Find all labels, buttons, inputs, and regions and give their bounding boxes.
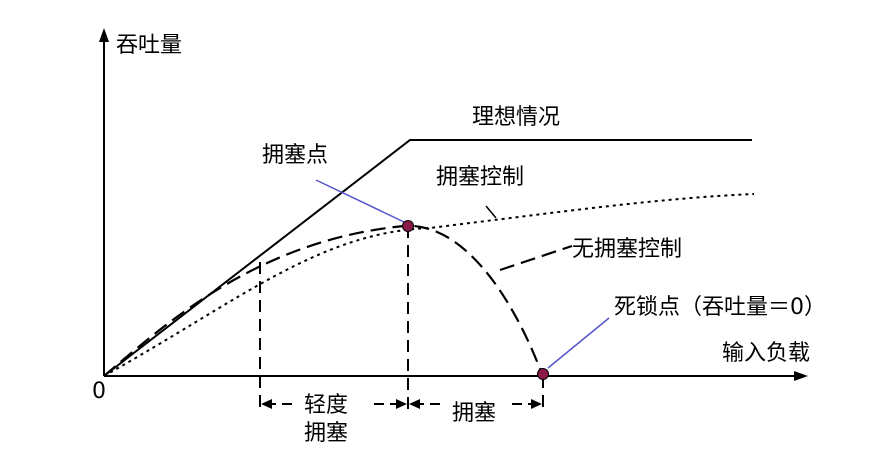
ideal-label-leader (485, 205, 497, 219)
ideal-curve (103, 139, 752, 377)
arrowhead-light-left (261, 399, 272, 409)
region-arrowheads (261, 399, 542, 409)
x-axis-label: 输入负载 (722, 341, 810, 366)
deadlock-point-label: 死锁点（吞吐量＝0） (614, 295, 826, 320)
arrowhead-light-right (396, 399, 407, 409)
y-axis-label: 吞吐量 (116, 33, 182, 58)
arrowhead-congestion-left (409, 399, 420, 409)
region-guides (259, 226, 544, 412)
origin-label: 0 (92, 379, 106, 404)
arrowhead-congestion-right (531, 399, 542, 409)
congestion-control-curve (103, 193, 755, 377)
deadlock-point-marker (537, 368, 549, 380)
x-axis-arrowhead (794, 371, 808, 381)
without-control-label: 无拥塞控制 (572, 237, 682, 262)
with-control-label: 拥塞控制 (436, 165, 524, 190)
congestion-region-label: 拥塞 (452, 401, 496, 426)
congestion-point-marker (402, 220, 414, 232)
light-congestion-label-line2: 拥塞 (304, 421, 348, 446)
no-control-label-pointer (499, 244, 573, 272)
y-axis-arrowhead (99, 28, 109, 42)
deadlock-point-leader (547, 317, 610, 369)
congestion-point-label: 拥塞点 (262, 143, 328, 168)
no-congestion-control-curve (103, 224, 544, 377)
ideal-label: 理想情况 (472, 105, 560, 130)
congestion-point-leader (315, 179, 405, 223)
axes (103, 40, 798, 377)
light-congestion-label-line1: 轻度 (304, 393, 348, 418)
